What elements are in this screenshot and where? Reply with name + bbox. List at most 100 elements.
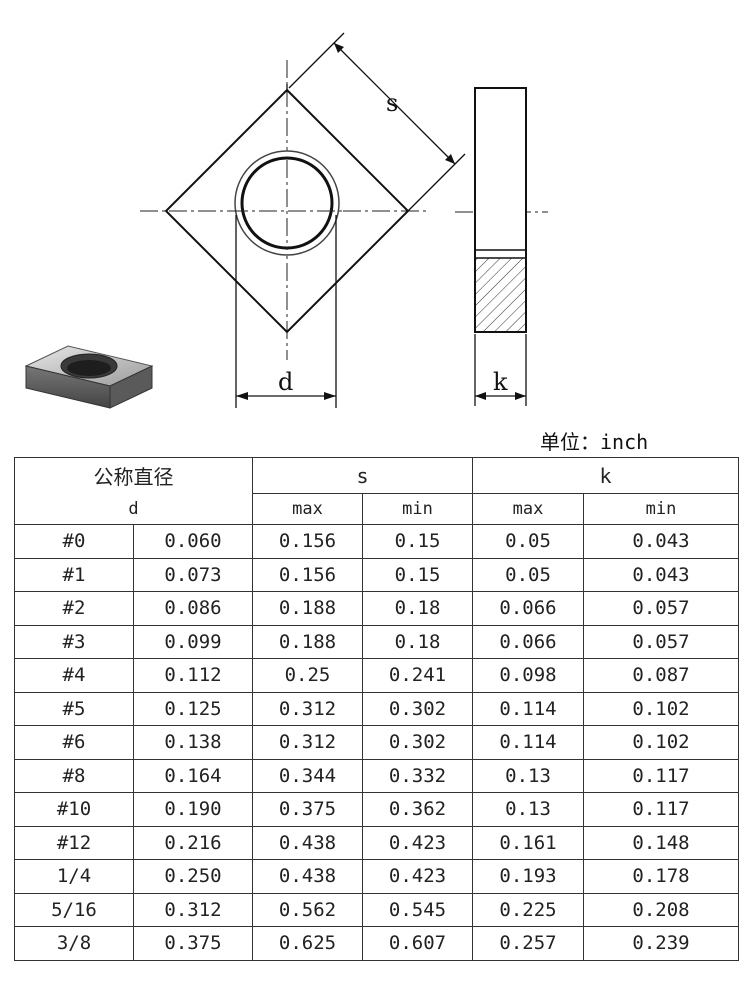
cell-size: #8 bbox=[14, 758, 134, 793]
cell-k-min: 0.057 bbox=[583, 591, 740, 626]
cell-s-min: 0.241 bbox=[361, 658, 474, 693]
cell-size: 5/16 bbox=[14, 892, 134, 927]
d-column-title: 公称直径 bbox=[14, 457, 253, 494]
cell-size: #0 bbox=[14, 524, 134, 559]
cell-d: 0.099 bbox=[133, 624, 253, 659]
cell-k-max: 0.114 bbox=[472, 725, 585, 760]
cell-size: #5 bbox=[14, 691, 134, 726]
cell-s-max: 0.438 bbox=[252, 859, 363, 894]
cell-k-min: 0.102 bbox=[583, 725, 740, 760]
cell-k-min: 0.148 bbox=[583, 825, 740, 860]
cell-k-min: 0.043 bbox=[583, 557, 740, 592]
cell-s-max: 0.562 bbox=[252, 892, 363, 927]
cell-s-min: 0.607 bbox=[361, 926, 474, 961]
front-view: d s bbox=[140, 32, 466, 408]
cell-s-max: 0.25 bbox=[252, 658, 363, 693]
cell-s-min: 0.302 bbox=[361, 725, 474, 760]
k-max-header: max bbox=[472, 493, 585, 525]
cell-k-max: 0.193 bbox=[472, 859, 585, 894]
side-view: k bbox=[455, 87, 548, 406]
cell-size: #1 bbox=[14, 557, 134, 592]
cell-s-min: 0.18 bbox=[361, 591, 474, 626]
cell-size: 1/4 bbox=[14, 859, 134, 894]
s-max-header: max bbox=[252, 493, 363, 525]
cell-k-max: 0.05 bbox=[472, 524, 585, 559]
cell-d: 0.112 bbox=[133, 658, 253, 693]
cell-d: 0.216 bbox=[133, 825, 253, 860]
cell-d: 0.312 bbox=[133, 892, 253, 927]
cell-d: 0.073 bbox=[133, 557, 253, 592]
cell-s-min: 0.423 bbox=[361, 859, 474, 894]
cell-size: #6 bbox=[14, 725, 134, 760]
cell-k-max: 0.257 bbox=[472, 926, 585, 961]
cell-k-max: 0.066 bbox=[472, 591, 585, 626]
cell-k-max: 0.225 bbox=[472, 892, 585, 927]
cell-k-max: 0.05 bbox=[472, 557, 585, 592]
cell-s-min: 0.545 bbox=[361, 892, 474, 927]
cell-k-max: 0.066 bbox=[472, 624, 585, 659]
cell-s-min: 0.423 bbox=[361, 825, 474, 860]
cell-k-min: 0.117 bbox=[583, 792, 740, 827]
cell-size: #10 bbox=[14, 792, 134, 827]
cell-size: #2 bbox=[14, 591, 134, 626]
cell-d: 0.164 bbox=[133, 758, 253, 793]
cell-d: 0.060 bbox=[133, 524, 253, 559]
k-min-header: min bbox=[583, 493, 740, 525]
k-column-title: k bbox=[472, 457, 740, 494]
cell-s-min: 0.15 bbox=[361, 524, 474, 559]
cell-s-max: 0.156 bbox=[252, 524, 363, 559]
cell-s-max: 0.312 bbox=[252, 725, 363, 760]
cell-s-max: 0.156 bbox=[252, 557, 363, 592]
cell-size: #3 bbox=[14, 624, 134, 659]
cell-size: #4 bbox=[14, 658, 134, 693]
cell-s-min: 0.18 bbox=[361, 624, 474, 659]
cell-k-max: 0.13 bbox=[472, 792, 585, 827]
cell-s-min: 0.302 bbox=[361, 691, 474, 726]
cell-k-min: 0.239 bbox=[583, 926, 740, 961]
cell-s-max: 0.188 bbox=[252, 624, 363, 659]
k-label: k bbox=[493, 368, 508, 396]
s-column-title: s bbox=[251, 457, 474, 494]
cell-size: 3/8 bbox=[14, 926, 134, 961]
cell-d: 0.125 bbox=[133, 691, 253, 726]
cell-s-max: 0.375 bbox=[252, 792, 363, 827]
cell-s-max: 0.312 bbox=[252, 691, 363, 726]
s-min-header: min bbox=[361, 493, 474, 525]
cell-d: 0.375 bbox=[133, 926, 253, 961]
cell-k-max: 0.13 bbox=[472, 758, 585, 793]
cell-d: 0.250 bbox=[133, 859, 253, 894]
cell-k-max: 0.161 bbox=[472, 825, 585, 860]
cell-s-max: 0.344 bbox=[252, 758, 363, 793]
d-label: d bbox=[278, 368, 293, 396]
cell-size: #12 bbox=[14, 825, 134, 860]
cell-s-max: 0.188 bbox=[252, 591, 363, 626]
cell-s-min: 0.362 bbox=[361, 792, 474, 827]
d-symbol: d bbox=[14, 493, 253, 525]
technical-drawing: d s k bbox=[24, 32, 548, 409]
cell-s-min: 0.332 bbox=[361, 758, 474, 793]
cell-k-min: 0.043 bbox=[583, 524, 740, 559]
cell-k-min: 0.087 bbox=[583, 658, 740, 693]
cell-s-max: 0.625 bbox=[252, 926, 363, 961]
cell-s-max: 0.438 bbox=[252, 825, 363, 860]
cell-k-min: 0.102 bbox=[583, 691, 740, 726]
cell-k-min: 0.117 bbox=[583, 758, 740, 793]
unit-label: 单位：inch bbox=[540, 430, 649, 454]
cell-d: 0.086 bbox=[133, 591, 253, 626]
cell-k-max: 0.114 bbox=[472, 691, 585, 726]
cell-d: 0.190 bbox=[133, 792, 253, 827]
s-label: s bbox=[386, 89, 398, 117]
